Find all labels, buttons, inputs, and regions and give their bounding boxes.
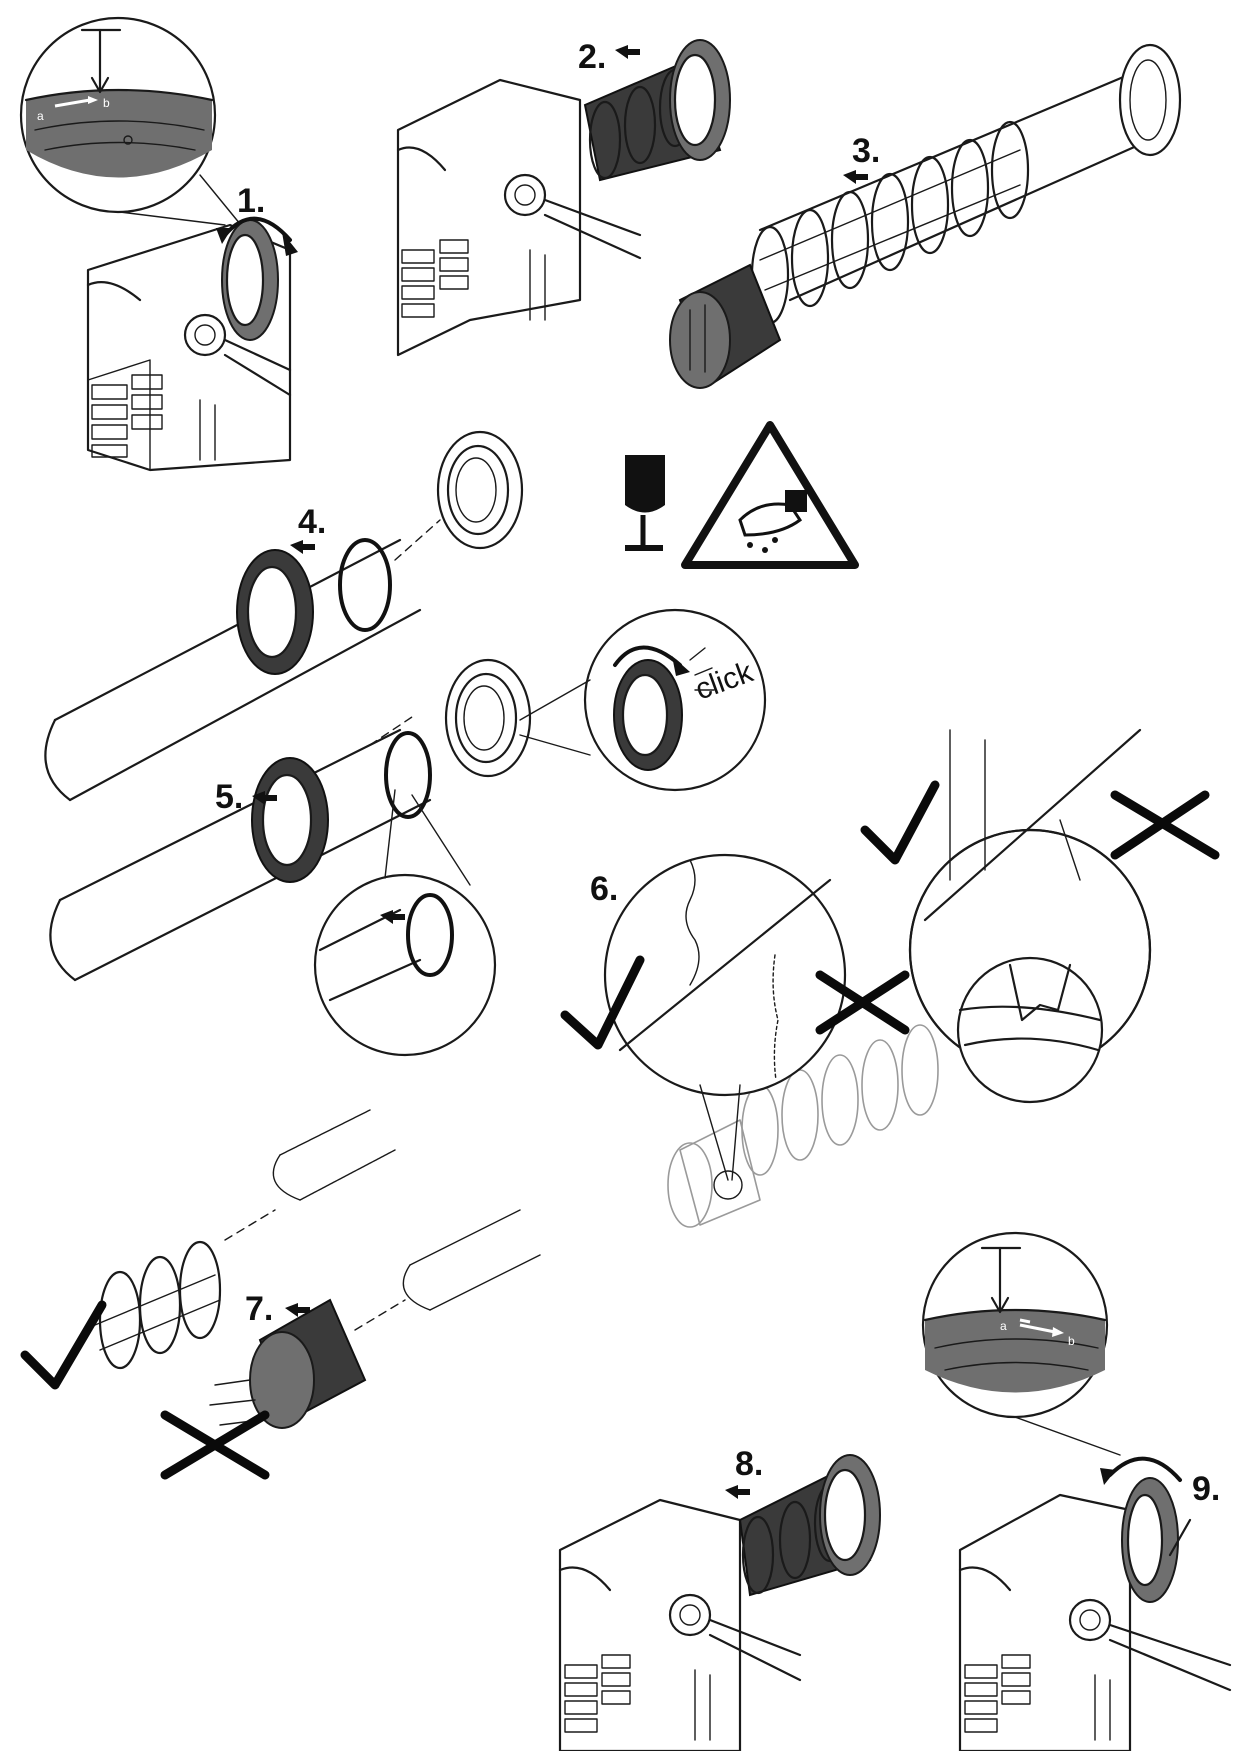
warning-symbols <box>625 421 859 569</box>
step-9-rotate-arrow-icon <box>1100 1456 1182 1485</box>
step-7-panel: 7. <box>20 1109 541 1480</box>
step-6-ghost-cage <box>667 1024 939 1228</box>
lock-a-label: a <box>37 109 44 123</box>
step-6-number: 6. <box>590 870 618 908</box>
fragile-glass-icon <box>625 455 665 551</box>
step-9-lock-b-label: b <box>1068 1334 1075 1348</box>
step-5-o-ring <box>384 731 432 819</box>
step-8-filter-cage <box>738 1454 881 1597</box>
step-7-spring-cage <box>94 1240 222 1370</box>
step-8-device-housing <box>558 1498 802 1751</box>
step-9-lock-a-label: a <box>1000 1319 1007 1333</box>
step-7-ghost-tubes <box>224 1109 541 1331</box>
step-1-detail-circle: a b <box>19 16 217 214</box>
step-2-filter-cage <box>583 39 731 182</box>
step-7-check-icon <box>20 1300 107 1390</box>
step-5-locking-nut <box>251 757 329 883</box>
step-1-device-housing <box>86 219 292 472</box>
step-8-panel: 8. <box>558 1445 881 1751</box>
step-5-click-detail-circle: click <box>583 608 767 792</box>
step-3-panel: 3. <box>669 43 1182 389</box>
step-6-cross-icon-left <box>815 970 910 1035</box>
step-4-number: 4. <box>298 503 326 541</box>
step-4-locking-nut <box>236 549 314 675</box>
step-3-quartz-tube <box>758 43 1182 302</box>
step-7-direction-arrow-icon <box>285 1303 310 1317</box>
step-6-lower-detail-circle <box>956 956 1104 1104</box>
step-3-end-cap <box>669 263 782 389</box>
step-5-panel: click 5. <box>49 608 767 1057</box>
step-1-number: 1. <box>237 182 265 220</box>
step-8-number: 8. <box>735 1445 763 1483</box>
step-4-quartz-tube <box>44 538 422 802</box>
step-9-detail-circle: a b <box>921 1231 1109 1419</box>
step-3-spring-cage <box>750 120 1030 325</box>
step-6-check-icon-right <box>860 780 940 865</box>
step-7-end-cap <box>209 1298 367 1429</box>
step-4-o-ring <box>338 538 392 632</box>
step-2-number: 2. <box>578 38 606 76</box>
step-5-direction-arrow-icon <box>252 791 277 805</box>
step-7-number: 7. <box>245 1290 273 1328</box>
step-6-panel: 6. <box>560 728 1220 1228</box>
step-4-housing-coupling <box>436 430 524 550</box>
step-1-panel: a b 1. <box>19 16 298 472</box>
lock-b-label: b <box>103 96 110 110</box>
step-2-device-housing <box>396 78 642 357</box>
step-3-number: 3. <box>852 132 880 170</box>
step-9-panel: a b 9. <box>921 1231 1232 1751</box>
step-5-housing-coupling <box>444 658 532 778</box>
cut-hazard-warning-icon <box>681 421 859 569</box>
step-5-quartz-tube <box>49 728 432 982</box>
step-6-edge-detail-circle <box>603 853 847 1097</box>
step-6-check-icon-left <box>560 955 645 1050</box>
step-5-o-ring-detail-circle <box>313 873 497 1057</box>
step-2-direction-arrow-icon <box>615 45 640 59</box>
step-5-number: 5. <box>215 778 243 816</box>
step-8-direction-arrow-icon <box>725 1485 750 1499</box>
step-9-device-housing <box>958 1477 1232 1751</box>
step-4-direction-arrow-icon <box>290 540 315 554</box>
step-7-cross-icon <box>160 1410 270 1480</box>
step-9-number: 9. <box>1192 1470 1220 1508</box>
step-3-direction-arrow-icon <box>843 170 868 184</box>
step-6-cross-icon-right <box>1110 790 1220 860</box>
step-4-panel: 4. <box>44 430 524 802</box>
step-1-rotate-arrow-icon <box>216 216 298 256</box>
step-2-panel: 2. <box>396 38 731 357</box>
